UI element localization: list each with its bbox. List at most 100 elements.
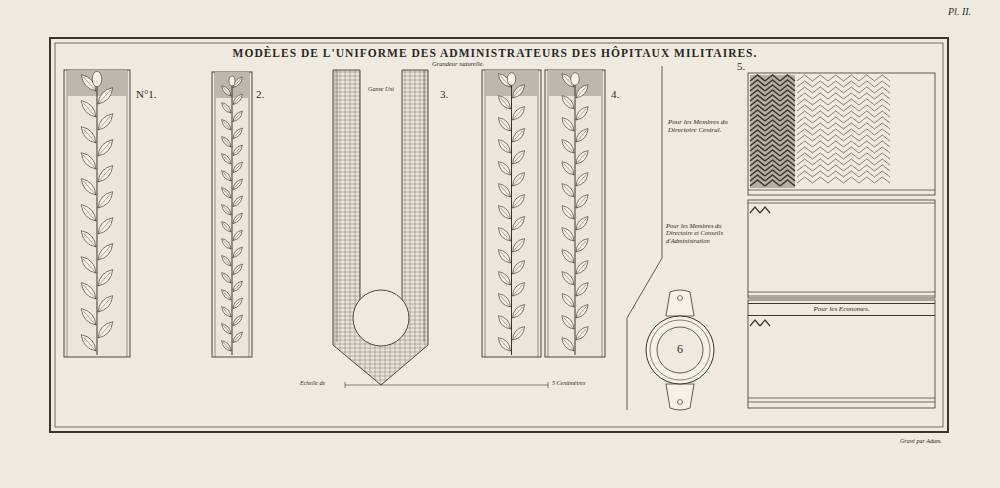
- laurel-vine: [97, 78, 98, 355]
- laurel-vine: [231, 92, 244, 106]
- chevron-weave: [797, 87, 813, 93]
- laurel-vine: [513, 153, 523, 164]
- chevron-weave: [797, 117, 813, 123]
- laurel-vine: [95, 267, 116, 289]
- laurel-vine: [513, 109, 523, 120]
- laurel-vine: [513, 285, 523, 296]
- chevron-weave: [813, 129, 829, 135]
- chevron-weave: [813, 111, 829, 117]
- economes-band: Pour les Economes.: [748, 303, 935, 316]
- laurel-strip: [482, 70, 541, 357]
- laurel-vine: [83, 311, 96, 325]
- laurel-vine: [500, 120, 510, 131]
- chevron-weave: [813, 123, 829, 129]
- chevron-weave: [813, 165, 829, 171]
- laurel-vine: [511, 78, 512, 355]
- chevron-weave: [828, 87, 844, 93]
- laurel-vine: [223, 223, 231, 232]
- laurel-vine: [78, 98, 99, 120]
- cloth-samples: [748, 200, 935, 298]
- chevron-weave: [797, 147, 813, 153]
- laurel-strip: [485, 70, 486, 357]
- cloth-samples: [748, 292, 935, 293]
- chevron-weave: [875, 129, 891, 135]
- laurel-vine: [95, 241, 116, 263]
- laurel-vine: [233, 300, 241, 309]
- chevron-weave: [750, 320, 770, 326]
- chevron-weave: [797, 81, 813, 87]
- chevron-weave: [750, 75, 795, 188]
- chevron-weave: [797, 105, 813, 111]
- cloth-samples: [748, 73, 935, 195]
- laurel-vine: [95, 137, 116, 159]
- laurel-vine: [78, 306, 99, 328]
- laurel-vine: [496, 247, 513, 265]
- laurel-vine: [559, 137, 576, 155]
- chevron-weave: [813, 99, 829, 105]
- laurel-vine: [233, 181, 241, 190]
- laurel-vine: [496, 159, 513, 177]
- laurel-vine: [559, 247, 576, 265]
- laurel-vine: [564, 98, 574, 109]
- laurel-vine: [564, 252, 574, 263]
- laurel-vine: [98, 90, 111, 104]
- chevron-weave: [859, 93, 875, 99]
- laurel-vine: [576, 109, 586, 120]
- chevron-weave: [797, 129, 813, 135]
- laurel-vine: [220, 339, 233, 353]
- laurel-vine: [233, 317, 241, 326]
- chevron-weave: [875, 123, 891, 129]
- laurel-vine: [95, 111, 116, 133]
- chevron-weave: [813, 93, 829, 99]
- chevron-weave: [875, 87, 891, 93]
- chevron-weave: [844, 105, 860, 111]
- laurel-vine: [564, 120, 574, 131]
- chevron-weave: [859, 75, 875, 81]
- chevron-weave: [859, 117, 875, 123]
- scale-bar: [345, 385, 548, 386]
- cloth-samples: [748, 402, 935, 403]
- laurel-vine: [573, 170, 590, 188]
- braid-loop: [333, 70, 428, 385]
- laurel-vine: [233, 130, 241, 139]
- laurel-vine: [223, 121, 231, 130]
- laurel-vine: [576, 175, 586, 186]
- laurel-vine: [510, 104, 527, 122]
- chevron-weave: [750, 320, 760, 326]
- chevron-weave: [797, 75, 813, 81]
- laurel-strip: [545, 70, 605, 357]
- braid-loop: [333, 70, 428, 385]
- laurel-vine: [233, 147, 241, 156]
- laurel-vine: [231, 109, 244, 123]
- laurel-vine: [78, 150, 99, 172]
- laurel-vine: [510, 192, 527, 210]
- laurel-strip: [545, 70, 605, 357]
- chevron-weave: [797, 99, 813, 105]
- laurel-vine: [513, 197, 523, 208]
- laurel-vine: [220, 169, 233, 183]
- laurel-vine: [220, 186, 233, 200]
- laurel-vine: [231, 313, 244, 327]
- laurel-vine: [500, 274, 510, 285]
- chevron-weave: [813, 153, 829, 159]
- laurel-vine: [83, 259, 96, 273]
- laurel-vine: [510, 214, 527, 232]
- laurel-vine: [233, 266, 241, 275]
- laurel-vine: [223, 104, 231, 113]
- chevron-weave: [844, 159, 860, 165]
- laurel-vine: [513, 87, 523, 98]
- laurel-vine: [500, 98, 510, 109]
- scale-note: Grandeur naturelle.: [432, 60, 484, 67]
- chevron-weave: [844, 123, 860, 129]
- cloth-samples: [748, 190, 935, 191]
- chevron-weave: [859, 129, 875, 135]
- laurel-vine: [564, 340, 574, 351]
- chevron-weave: [813, 159, 829, 165]
- laurel-vine: [510, 148, 527, 166]
- braid-loop: [424, 70, 425, 342]
- laurel-strip: [249, 72, 250, 357]
- chevron-weave: [797, 123, 813, 129]
- laurel-vine: [573, 104, 590, 122]
- laurel-vine: [223, 342, 231, 351]
